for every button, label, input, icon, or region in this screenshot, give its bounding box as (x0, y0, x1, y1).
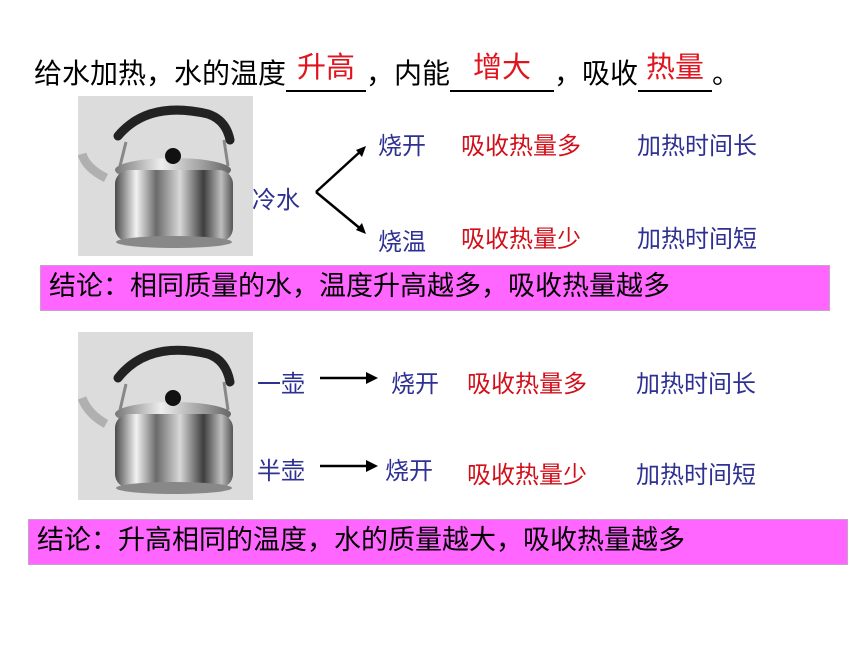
answer-heat: 热量 (646, 50, 705, 84)
row3-time: 加热时间长 (636, 370, 756, 398)
cold-water-label: 冷水 (252, 186, 300, 214)
arrow-icon (320, 460, 378, 472)
sentence-part: 。 (712, 57, 741, 90)
full-pot-label: 一壶 (257, 370, 305, 398)
row3-action: 烧开 (391, 370, 439, 398)
sentence-part: 给水加热，水的温度 (34, 57, 287, 90)
question-sentence: 给水加热，水的温度升高 ，内能增大 ，吸收热量。 (34, 50, 741, 92)
blank-heat: 热量 (638, 50, 713, 92)
row4-result: 吸收热量少 (467, 461, 587, 489)
row4-time: 加热时间短 (636, 461, 756, 489)
answer-internal-energy: 增大 (473, 50, 532, 84)
branch-arrow-icon (315, 146, 366, 234)
blank-temperature: 升高 (286, 50, 367, 92)
sentence-part: ，内能 (366, 57, 451, 90)
row1-action: 烧开 (378, 132, 426, 160)
half-pot-label: 半壶 (257, 457, 305, 485)
conclusion-1: 结论：相同质量的水，温度升高越多，吸收热量越多 (40, 265, 830, 311)
row3-result: 吸收热量多 (467, 370, 587, 398)
row2-action: 烧温 (378, 228, 426, 256)
sentence-part: ，吸收 (554, 57, 639, 90)
arrow-icon (320, 372, 378, 384)
row2-result: 吸收热量少 (461, 225, 581, 253)
answer-temperature: 升高 (297, 50, 356, 84)
row1-result: 吸收热量多 (461, 132, 581, 160)
row4-action: 烧开 (385, 457, 433, 485)
row2-time: 加热时间短 (637, 225, 757, 253)
kettle-image (78, 332, 253, 500)
kettle-image (78, 96, 253, 256)
conclusion-2: 结论：升高相同的温度，水的质量越大，吸收热量越多 (28, 519, 848, 565)
blank-internal-energy: 增大 (450, 50, 555, 92)
row1-time: 加热时间长 (637, 132, 757, 160)
